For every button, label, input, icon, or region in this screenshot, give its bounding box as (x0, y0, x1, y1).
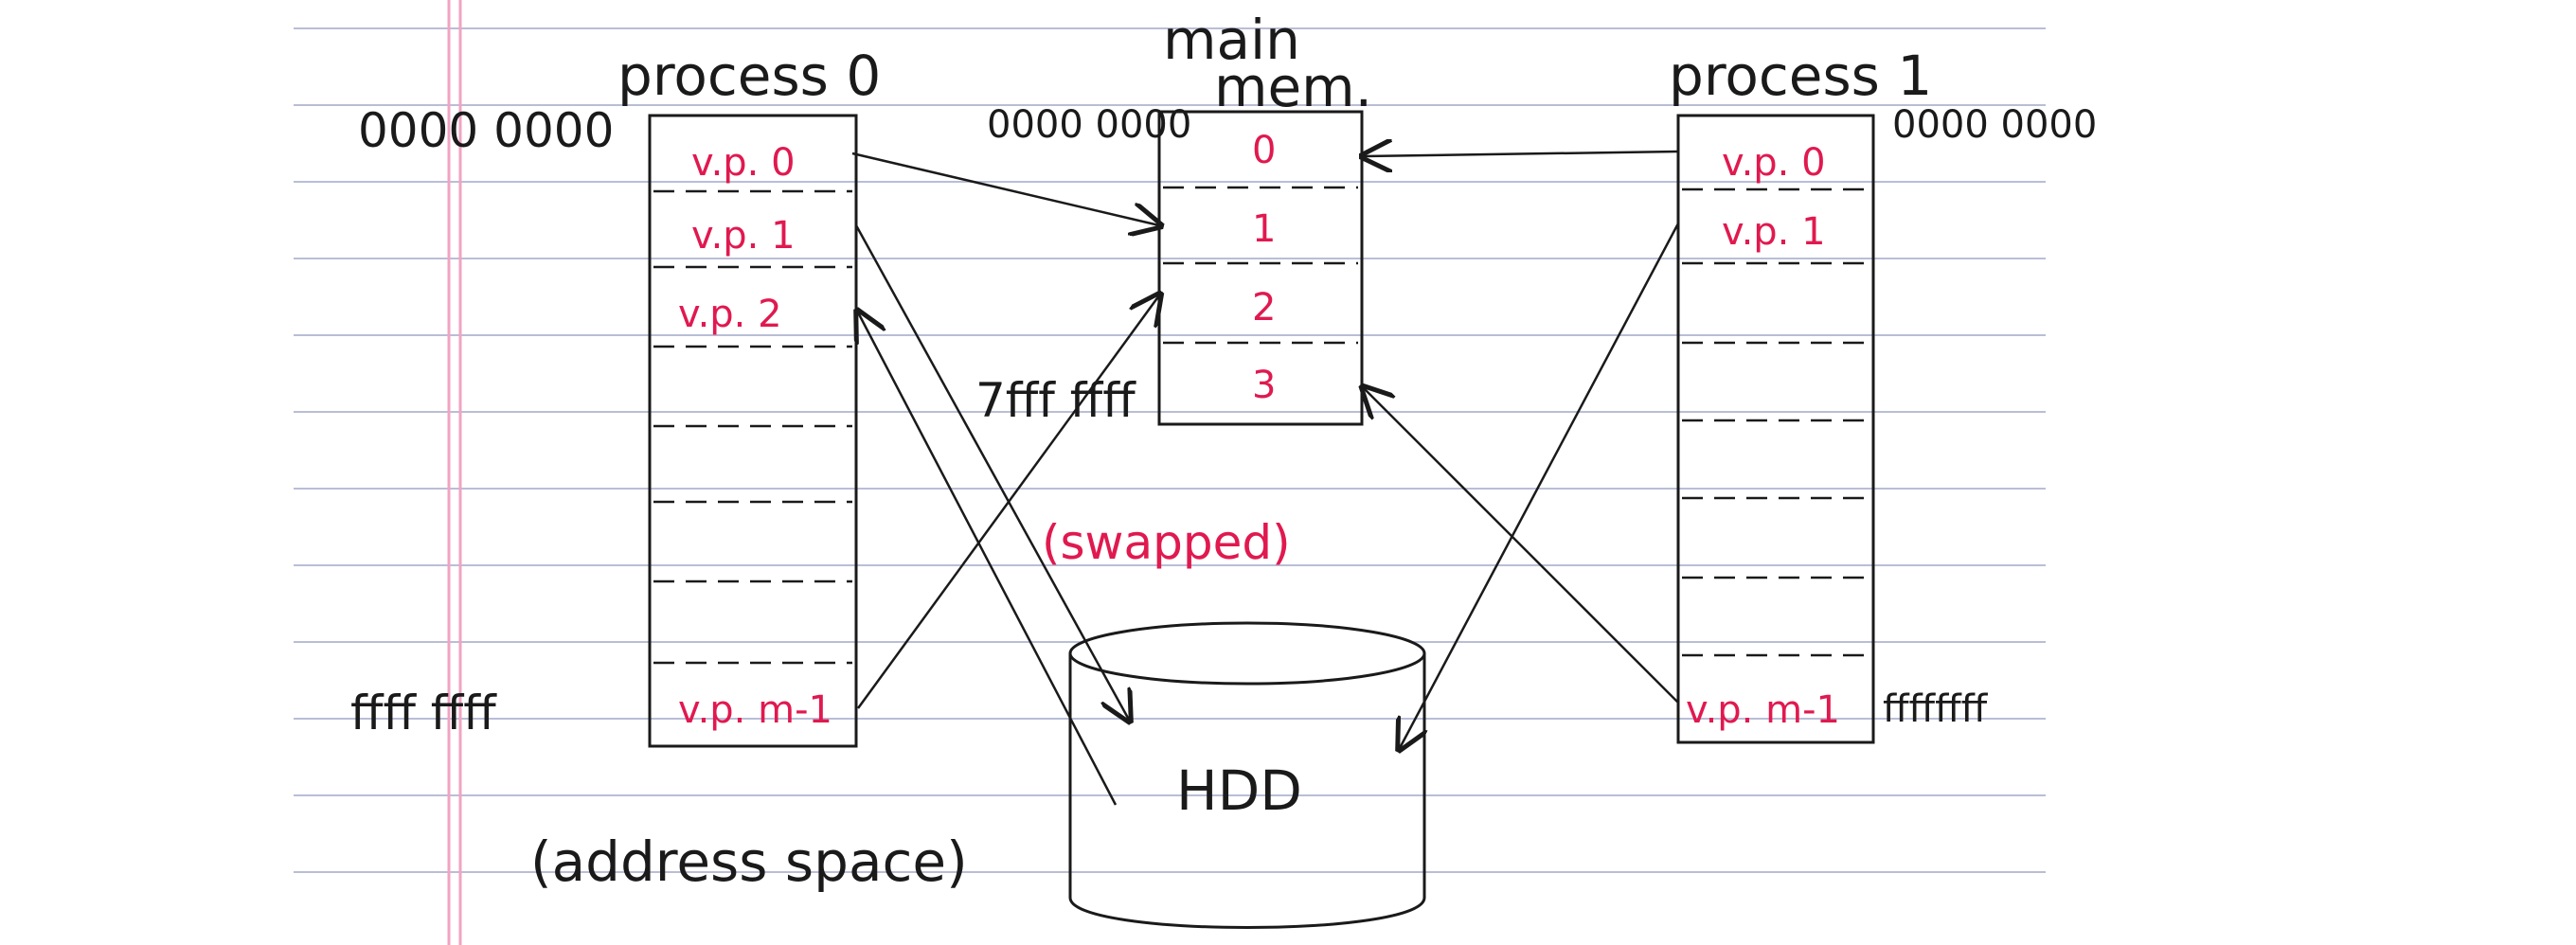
mapping-arrows (851, 152, 1680, 806)
process0-title: process 0 (617, 44, 881, 108)
arrow-p1-vpm1-to-frame3 (1364, 388, 1679, 704)
notebook-rule-lines (294, 27, 2046, 873)
notebook-paper (294, 0, 2046, 945)
process1-page: v.p. 1 (1722, 210, 1826, 254)
memory-frame: 2 (1252, 286, 1276, 330)
arrow-p0-vp1-to-hdd (854, 224, 1129, 720)
process1-address-space-box (1676, 114, 1875, 744)
arrow-hdd-to-p0-vp2 (858, 312, 1118, 806)
process1-page: v.p. m-1 (1686, 688, 1840, 732)
process0-page: v.p. 2 (678, 293, 782, 336)
main-memory-start-address: 0000 0000 (987, 103, 1191, 147)
cylinder-icon (1068, 621, 1426, 929)
memory-frame: 3 (1252, 364, 1276, 407)
arrow-p0-vpm1-to-frame2 (856, 295, 1159, 709)
memory-frame: 1 (1252, 207, 1276, 251)
process0-page: v.p. 1 (691, 214, 796, 258)
swapped-note: (swapped) (1042, 515, 1291, 570)
address-space-caption: (address space) (530, 829, 968, 894)
arrow-p0-vp0-to-frame1 (851, 152, 1159, 225)
process0-end-address: ffff ffff (350, 686, 497, 740)
process0-address-space-box (648, 114, 858, 748)
process1-title: process 1 (1669, 44, 1932, 108)
process1-end-address: ffffffff (1883, 687, 1989, 731)
arrow-p1-vp0-to-frame0 (1364, 152, 1679, 156)
main-memory-title-line2: mem. (1214, 55, 1372, 119)
process0-page: v.p. m-1 (678, 688, 832, 732)
main-memory-frame-dividers (1163, 186, 1358, 345)
process0-page: v.p. 0 (691, 141, 796, 185)
memory-frame: 0 (1252, 129, 1276, 172)
process1-page: v.p. 0 (1722, 141, 1826, 185)
arrow-p1-vp1-to-hdd (1400, 223, 1680, 748)
main-memory-frames: 0 1 2 3 (1252, 129, 1276, 407)
main-memory-title-line1: main (1163, 8, 1300, 72)
process1-pages: v.p. 0 v.p. 1 v.p. m-1 (1686, 141, 1840, 732)
hdd-label: HDD (1176, 758, 1302, 823)
main-memory-end-address: 7fff ffff (975, 373, 1136, 428)
process0-pages: v.p. 0 v.p. 1 v.p. 2 v.p. m-1 (678, 141, 832, 732)
process1-start-address: 0000 0000 (1892, 103, 2097, 147)
process0-page-dividers (653, 189, 852, 665)
main-memory-box (1157, 110, 1364, 426)
process0-start-address: 0000 0000 (358, 103, 614, 158)
